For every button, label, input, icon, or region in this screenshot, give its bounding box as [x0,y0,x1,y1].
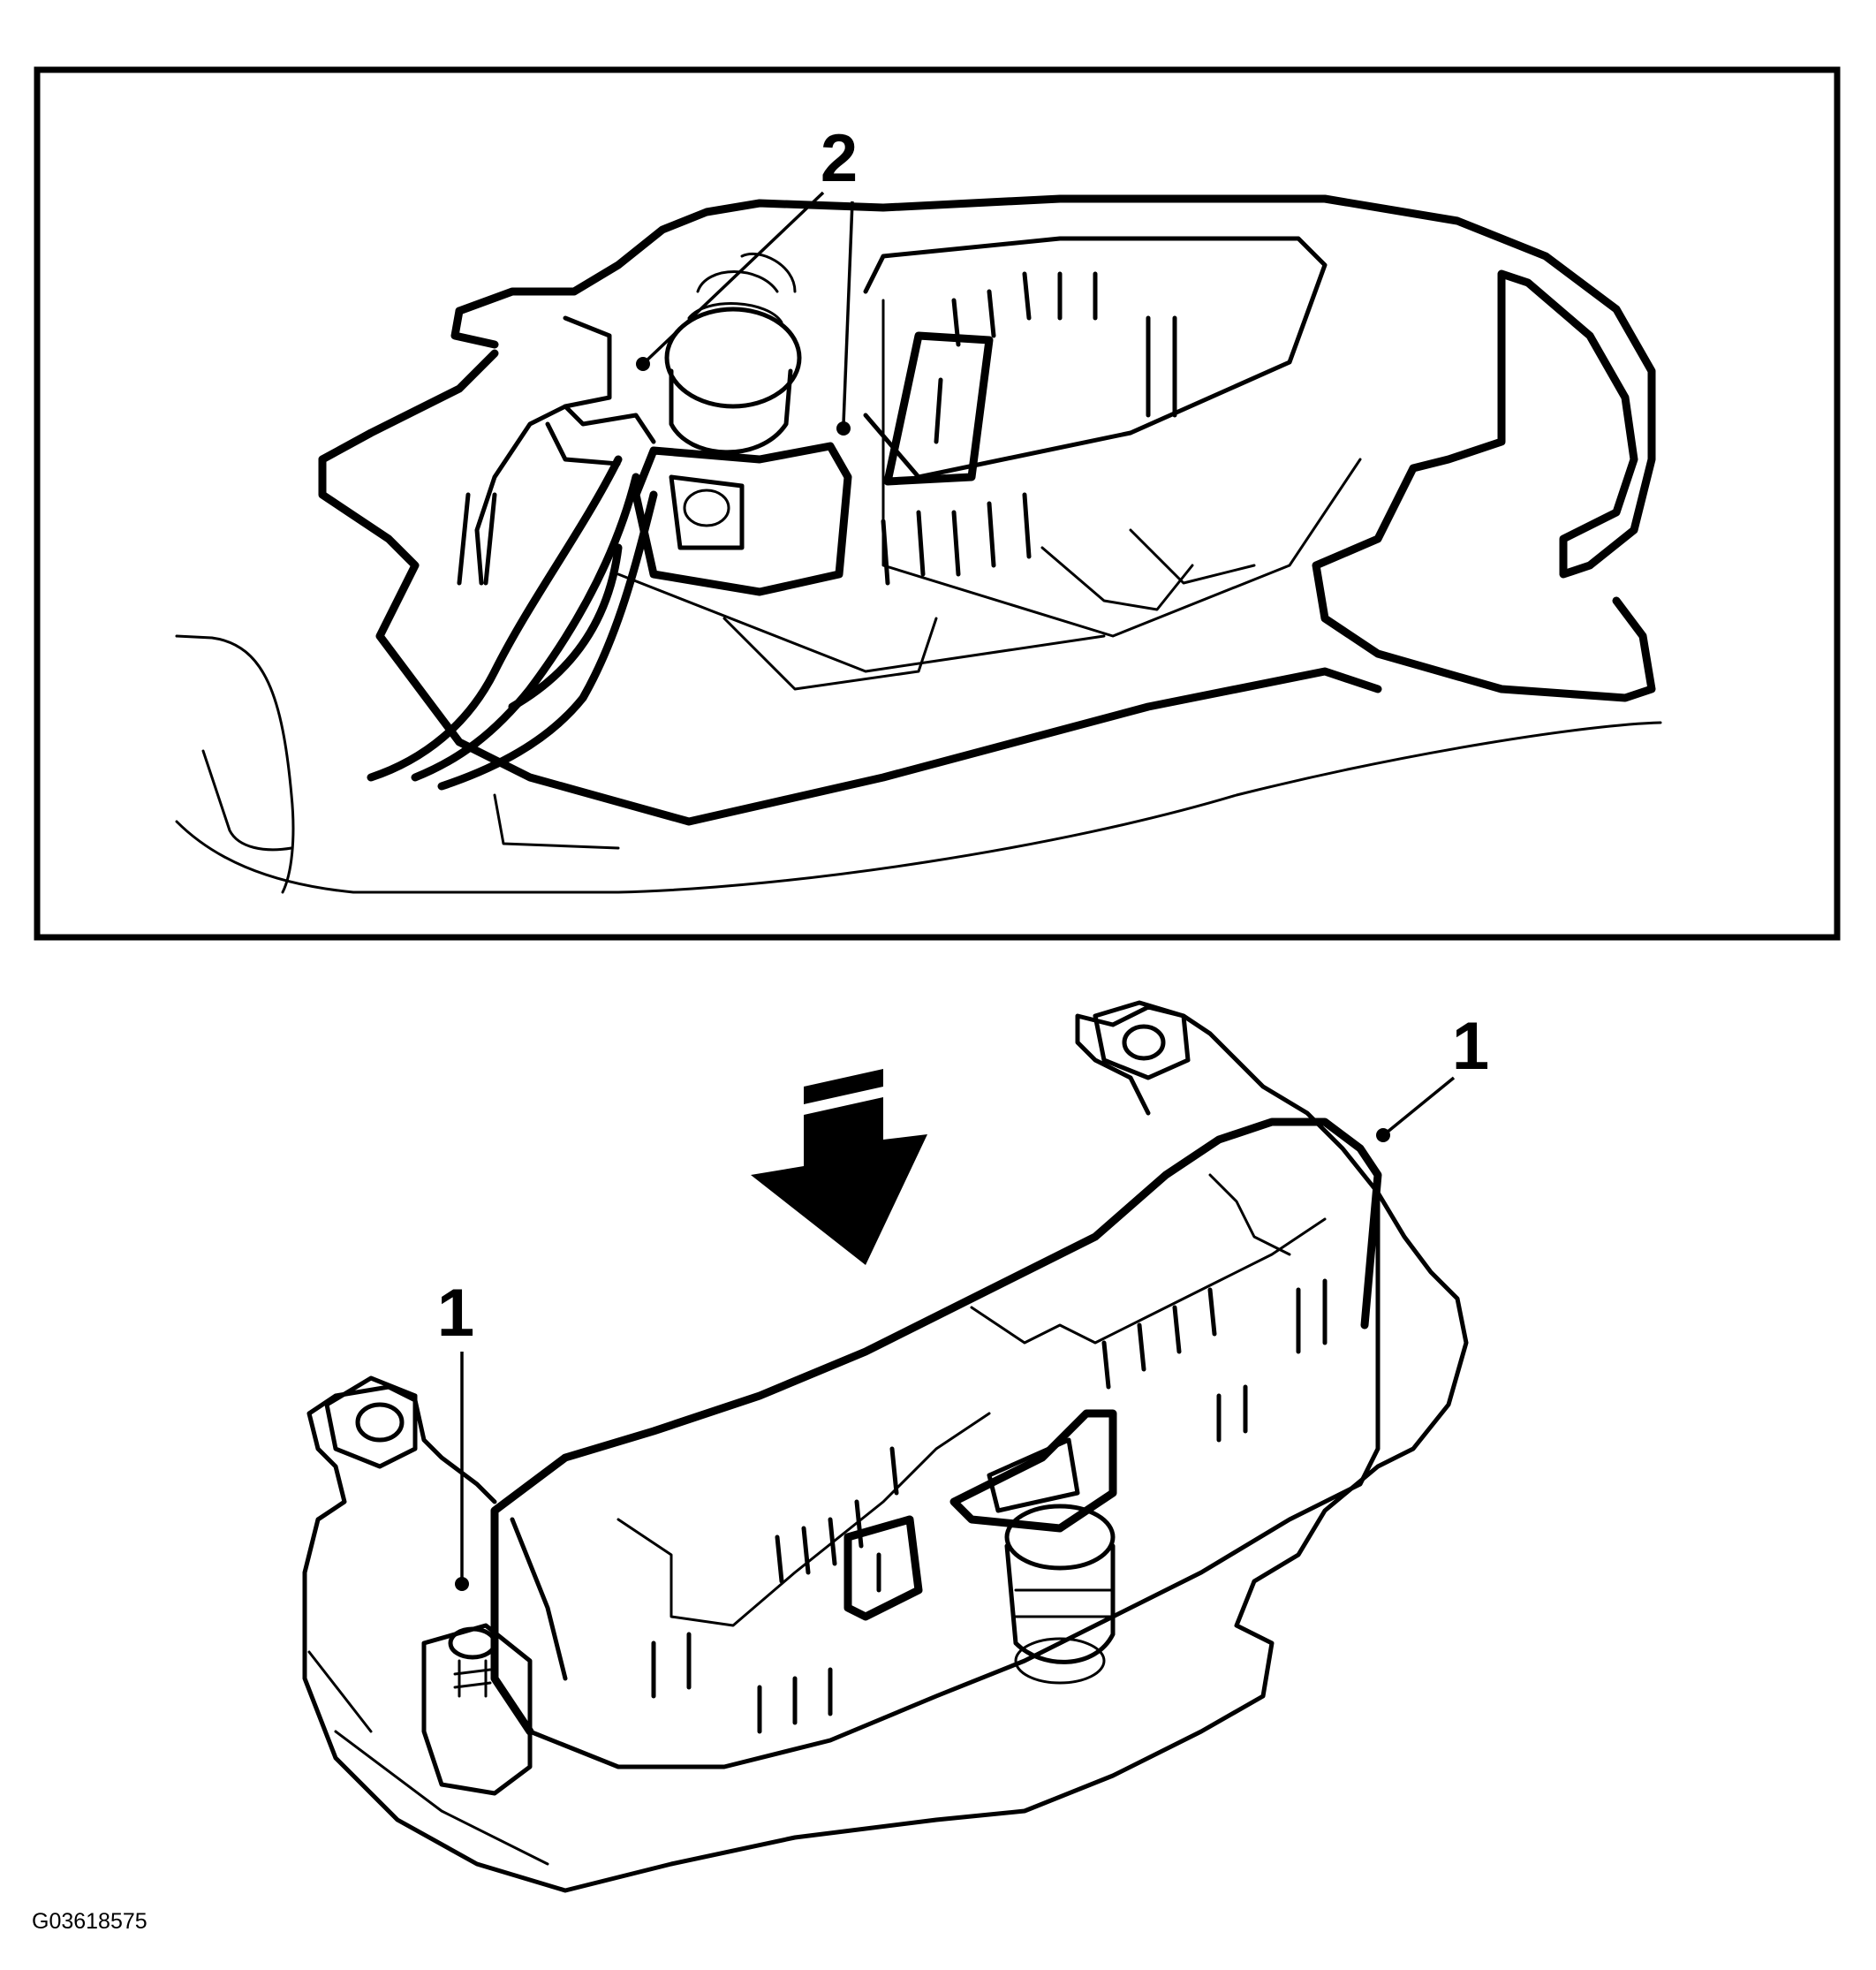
bottom-mounting-ear-right [1093,1000,1191,1080]
bottom-bolt-left [421,1623,533,1796]
callout-2-dot-left [636,357,650,371]
callout-2-leader-right [842,201,854,425]
callout-1-left-dot [455,1577,469,1591]
top-inner-panel [474,236,1362,691]
top-wiring-harness [367,404,658,791]
figure-id: G03618575 [32,1909,148,1934]
bottom-mounting-ear-left [324,1375,418,1469]
top-inflator-connector [664,252,802,455]
bottom-ribs [651,1278,1328,1734]
top-airbag-housing-outline [455,194,1656,702]
callout-1-right-dot [1376,1128,1390,1142]
callout-2-leader-left [641,191,825,366]
callout-1-left-label: 1 [437,1276,474,1351]
top-mounting-surface [175,634,1662,894]
bottom-rect-connector [949,1409,1117,1533]
bottom-installation-view: 1 1 [302,1000,1489,1893]
top-square-connector [632,442,852,596]
bottom-airbag-module [490,1118,1382,1736]
top-ribs [457,271,1177,586]
callout-1-right-group: 1 [1376,1009,1489,1142]
top-connector-window [883,331,994,486]
downward-arrow-icon [751,1069,927,1265]
callout-2-group: 2 [636,121,858,436]
bottom-oval-window [843,1515,923,1621]
bottom-inflator [1004,1504,1116,1685]
callout-2-dot-right [836,421,851,436]
callout-1-left-group: 1 [437,1276,474,1591]
callout-1-right-label: 1 [1452,1009,1489,1084]
callout-1-right-leader [1385,1076,1456,1134]
top-detail-view: 2 [34,66,1841,941]
top-view-frame [34,66,1841,941]
callout-2-label: 2 [821,121,858,196]
